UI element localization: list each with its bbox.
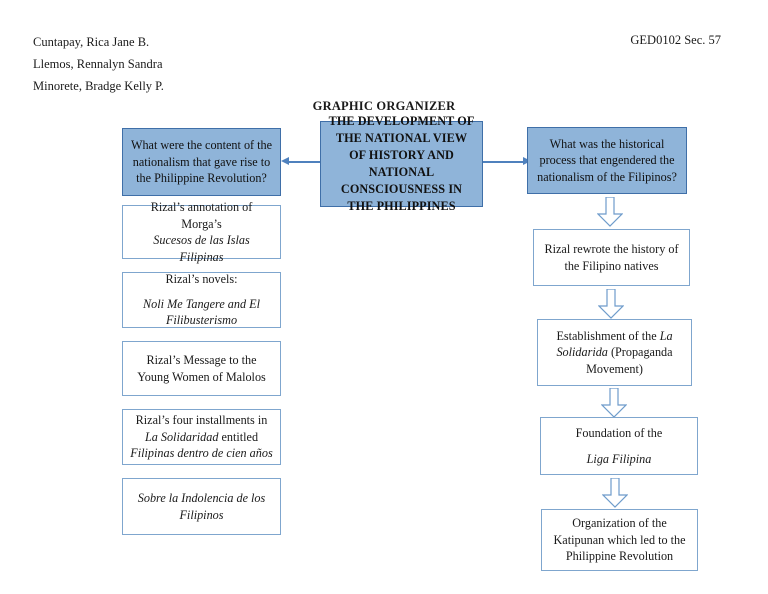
arrow-down-icon [602,478,628,508]
connector-right-1 [597,197,623,227]
left-item-3: Rizal’s Message to the Young Women of Ma… [122,341,281,396]
spacer [130,288,273,296]
spacer [548,442,690,451]
left-item-3-label: Rizal’s Message to the Young Women of Ma… [137,353,266,384]
page-title: GRAPHIC ORGANIZER [312,99,456,113]
author-name-1: Cuntapay, Rica Jane B. [33,35,150,49]
right-branch-question-label: What was the historical process that eng… [537,136,677,184]
connector-right-3 [601,388,627,418]
connector-line [288,161,320,163]
right-step-3: Foundation of the Liga Filipina [540,417,698,475]
author-list: Cuntapay, Rica Jane B. Llemos, Rennalyn … [33,31,164,97]
center-node: THE DEVELOPMENT OF THE NATIONAL VIEW OF … [320,114,483,213]
right-step-2: Establishment of the La Solidarida (Prop… [537,319,692,386]
left-item-2-label: Rizal’s novels: Noli Me Tangere and El F… [130,271,273,329]
right-step-1: Rizal rewrote the history of the Filipin… [533,229,690,286]
left-branch-question: What were the content of the nationalism… [122,128,281,196]
arrow-left-icon [281,157,289,165]
left-item-5: Sobre la Indolencia de los Filipinos [122,478,281,535]
left-item-5-label: Sobre la Indolencia de los Filipinos [137,491,266,522]
left-item-4: Rizal’s four installments in La Solidari… [122,409,281,465]
connector-right-2 [598,289,624,319]
right-step-2-label: Establishment of the La Solidarida (Prop… [556,328,673,376]
center-node-label: THE DEVELOPMENT OF THE NATIONAL VIEW OF … [328,114,475,213]
course-section-label: GED0102 Sec. 57 [630,33,721,47]
arrow-down-icon [598,289,624,319]
author-name-2: Llemos, Rennalyn Sandra [33,57,163,71]
connector-right-4 [602,478,628,508]
right-step-3-label: Foundation of the Liga Filipina [548,425,690,467]
author-name-3: Minorete, Bradge Kelly P. [33,79,164,93]
right-step-4-label: Organization of the Katipunan which led … [553,516,686,564]
right-branch-question: What was the historical process that eng… [527,127,687,194]
connector-line [483,161,523,163]
left-branch-question-label: What were the content of the nationalism… [130,138,273,186]
right-step-4: Organization of the Katipunan which led … [541,509,698,571]
left-item-2: Rizal’s novels: Noli Me Tangere and El F… [122,272,281,328]
arrow-down-icon [601,388,627,418]
left-item-1: Rizal’s annotation of Morga’s Sucesos de… [122,200,281,264]
right-step-1-label: Rizal rewrote the history of the Filipin… [544,242,679,273]
left-item-1-label: Rizal’s annotation of Morga’s Sucesos de… [150,200,253,264]
left-item-4-label: Rizal’s four installments in La Solidari… [130,413,273,461]
arrow-down-icon [597,197,623,227]
